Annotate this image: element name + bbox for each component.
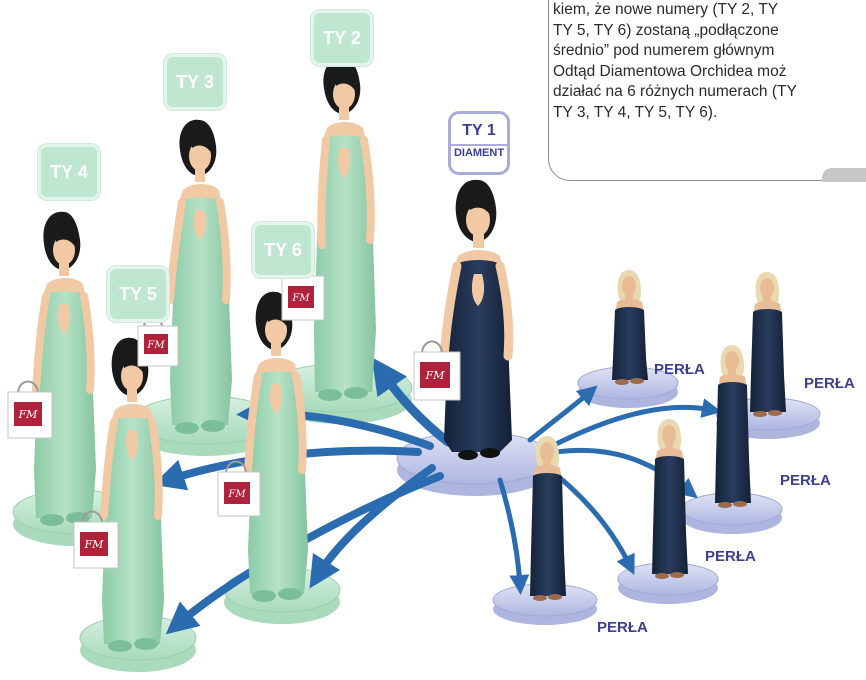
- perla-label-4: PERŁA: [705, 548, 756, 565]
- woman-ty2-figure: [314, 57, 376, 401]
- tag-ty3: TY 3: [164, 54, 226, 110]
- shopping-bag-ty1: FM: [413, 340, 461, 401]
- perla-figure-5: [530, 436, 566, 601]
- bag-logo-ty4: FM: [18, 408, 39, 421]
- callout-line: kiem, że nowe numery (TY 2, TY: [553, 1, 779, 18]
- platform-perla-4: [617, 562, 719, 604]
- arrow-to-perla-5: [497, 477, 530, 595]
- tag-ty5: TY 5: [107, 266, 169, 322]
- woman-ty5-figure: [100, 337, 164, 652]
- callout-line: średnio” pod numerem głównym: [553, 42, 775, 60]
- callout-line: TY 5, TY 6) zostaną „podłączone: [553, 21, 779, 39]
- perla-figure-4: [652, 419, 688, 579]
- callout-line: Odtąd Diamentowa Orchidea moż: [553, 62, 787, 80]
- woman-ty1-figure: [439, 179, 514, 460]
- perla-figure-3: [715, 345, 751, 508]
- arrow-to-ty6: [309, 464, 436, 589]
- woman-ty4-figure: [32, 211, 96, 526]
- tag-ty1: TY 1 DIAMENT: [448, 111, 510, 175]
- arrow-to-perla-2: [549, 398, 722, 449]
- perla-label-2: PERŁA: [804, 375, 855, 392]
- arrow-to-perla-1: [527, 385, 598, 443]
- bag-logo-ty2: FM: [291, 293, 310, 304]
- tag-ty6: TY 6: [252, 222, 314, 278]
- callout-line: działać na 6 różnych numerach (TY: [553, 83, 797, 101]
- arrow-to-ty2: [371, 357, 453, 447]
- woman-ty6-figure: [244, 291, 308, 602]
- perla-figure-2: [750, 272, 786, 417]
- tag-ty1-number: TY 1: [462, 122, 496, 139]
- bag-logo-ty3: FM: [146, 340, 165, 351]
- callout-line: TY 3, TY 4, TY 5, TY 6).: [553, 103, 718, 121]
- shopping-bag-ty6: FM: [217, 460, 261, 517]
- tag-ty1-divider: [451, 144, 507, 146]
- perla-label-1: PERŁA: [654, 361, 705, 378]
- perla-figure-1: [612, 270, 648, 385]
- tag-ty1-level: DIAMENT: [453, 147, 505, 159]
- perla-label-3: PERŁA: [780, 472, 831, 489]
- woman-ty3-figure: [166, 119, 232, 434]
- shopping-bag-ty4: FM: [7, 380, 53, 439]
- shopping-bag-ty5: FM: [73, 510, 119, 569]
- tag-ty2: TY 2: [311, 10, 373, 66]
- callout-text: kiem, że nowe numery (TY 2, TY TY 5, TY …: [553, 0, 866, 124]
- bag-logo-ty1: FM: [425, 369, 446, 382]
- shopping-bag-ty3: FM: [137, 316, 179, 367]
- callout-box: [548, 0, 866, 181]
- bag-logo-ty6: FM: [227, 489, 246, 500]
- perla-label-5: PERŁA: [597, 619, 648, 636]
- platform-perla-1: [577, 366, 679, 408]
- tag-ty4: TY 4: [38, 144, 100, 200]
- callout-tab: [822, 168, 866, 182]
- bag-logo-ty5: FM: [84, 538, 105, 551]
